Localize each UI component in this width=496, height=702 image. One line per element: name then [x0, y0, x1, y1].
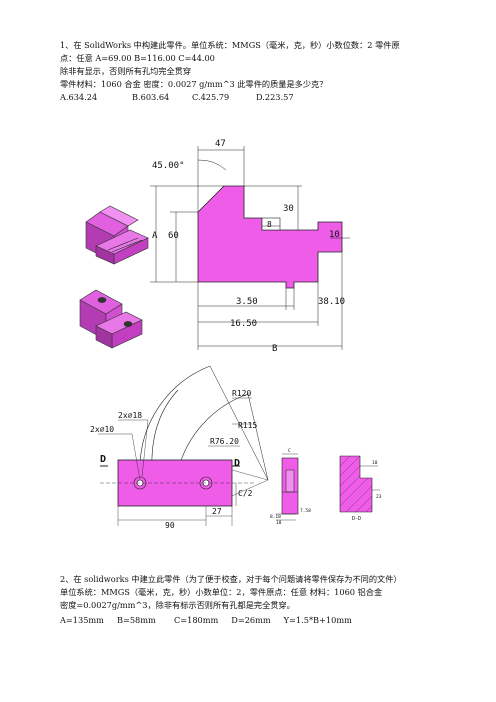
section-view-dd: [339, 455, 380, 513]
dim-c-half: C/2: [238, 489, 253, 498]
dim-2x-18: 2x⌀18: [118, 411, 142, 420]
section-mark-d-left: D: [100, 454, 106, 465]
sec-dim-c: C: [288, 448, 291, 454]
q1-option-c: C.425.79: [192, 92, 230, 102]
dim-2x-10: 2x⌀10: [90, 425, 114, 434]
dim-B: B: [272, 344, 277, 354]
dim-R115: R115: [238, 421, 257, 430]
q2-line3: 密度=0.0027g/mm^3，除非有标示否则所有孔都是完全贯穿。: [60, 600, 295, 610]
dim-16-50: 16.50: [230, 319, 257, 329]
q1-line1: 1、在 SolidWorks 中构建此零件。单位系统：MMGS（毫米，克，秒）小…: [60, 40, 400, 50]
q1-line2: 点：任意 A=69.00 B=116.00 C=44.00: [60, 53, 215, 63]
dim-30: 30: [283, 204, 294, 214]
sec-dim-10: 10: [372, 460, 378, 466]
dim-A: A: [152, 231, 158, 241]
dim-47: 47: [215, 139, 226, 149]
dim-27: 27: [212, 507, 222, 516]
q1-line3: 除非有显示，否则所有孔均完全贯穿: [60, 66, 192, 76]
dim-10: 10: [329, 230, 340, 240]
sec-dim-7-58: 7.58: [300, 508, 311, 514]
front-view-2: [98, 365, 269, 526]
q1-line4: 零件材料：1060 合金 密度：0.0027 g/mm^3 此零件的质量是多少克…: [60, 79, 328, 89]
dim-R120: R120: [232, 389, 251, 398]
dim-3-50: 3.50: [236, 297, 258, 307]
dim-R76-20: R76.20: [210, 437, 239, 446]
q1-option-a: A.634.24: [60, 92, 98, 102]
dim-38-10: 38.10: [318, 297, 345, 307]
question-2: 2、在 solidworks 中建立此零件（为了便于校查，对于每个问题请将零件保…: [60, 573, 440, 627]
q2-line1: 2、在 solidworks 中建立此零件（为了便于校查，对于每个问题请将零件保…: [60, 574, 402, 584]
q1-option-d: D.223.57: [256, 92, 294, 102]
side-view-2: [276, 453, 299, 521]
question-1: 1、在 SolidWorks 中构建此零件。单位系统：MMGS（毫米，克，秒）小…: [60, 39, 440, 104]
profile-view: [197, 185, 343, 289]
dim-8: 8: [267, 220, 272, 229]
sec-dim-23: 23: [376, 494, 382, 500]
sec-dim-18: 18: [276, 520, 282, 526]
q2-line2: 单位系统：MMGS（毫米，克，秒）小数单位：2，零件原点：任意 材料：1060 …: [60, 587, 383, 597]
sec-dim-8-18: 8.18: [270, 514, 281, 520]
q1-option-b: B.603.64: [132, 92, 170, 102]
q2-params: A=135mm B=58mm C=180mm D=26mm Y=1.5*B+10…: [60, 615, 352, 625]
isometric-part-2: [79, 289, 143, 349]
dimension-lines-1: [150, 146, 350, 350]
section-label-dd: D-D: [352, 516, 361, 522]
isometric-part-1: [85, 205, 149, 265]
dim-angle: 45.00°: [152, 161, 185, 171]
section-mark-d-right: D: [234, 458, 240, 469]
dim-90: 90: [165, 521, 175, 530]
dim-60: 60: [168, 231, 179, 241]
q1-options: A.634.24 B.603.64 C.425.79 D.223.57: [60, 91, 440, 104]
